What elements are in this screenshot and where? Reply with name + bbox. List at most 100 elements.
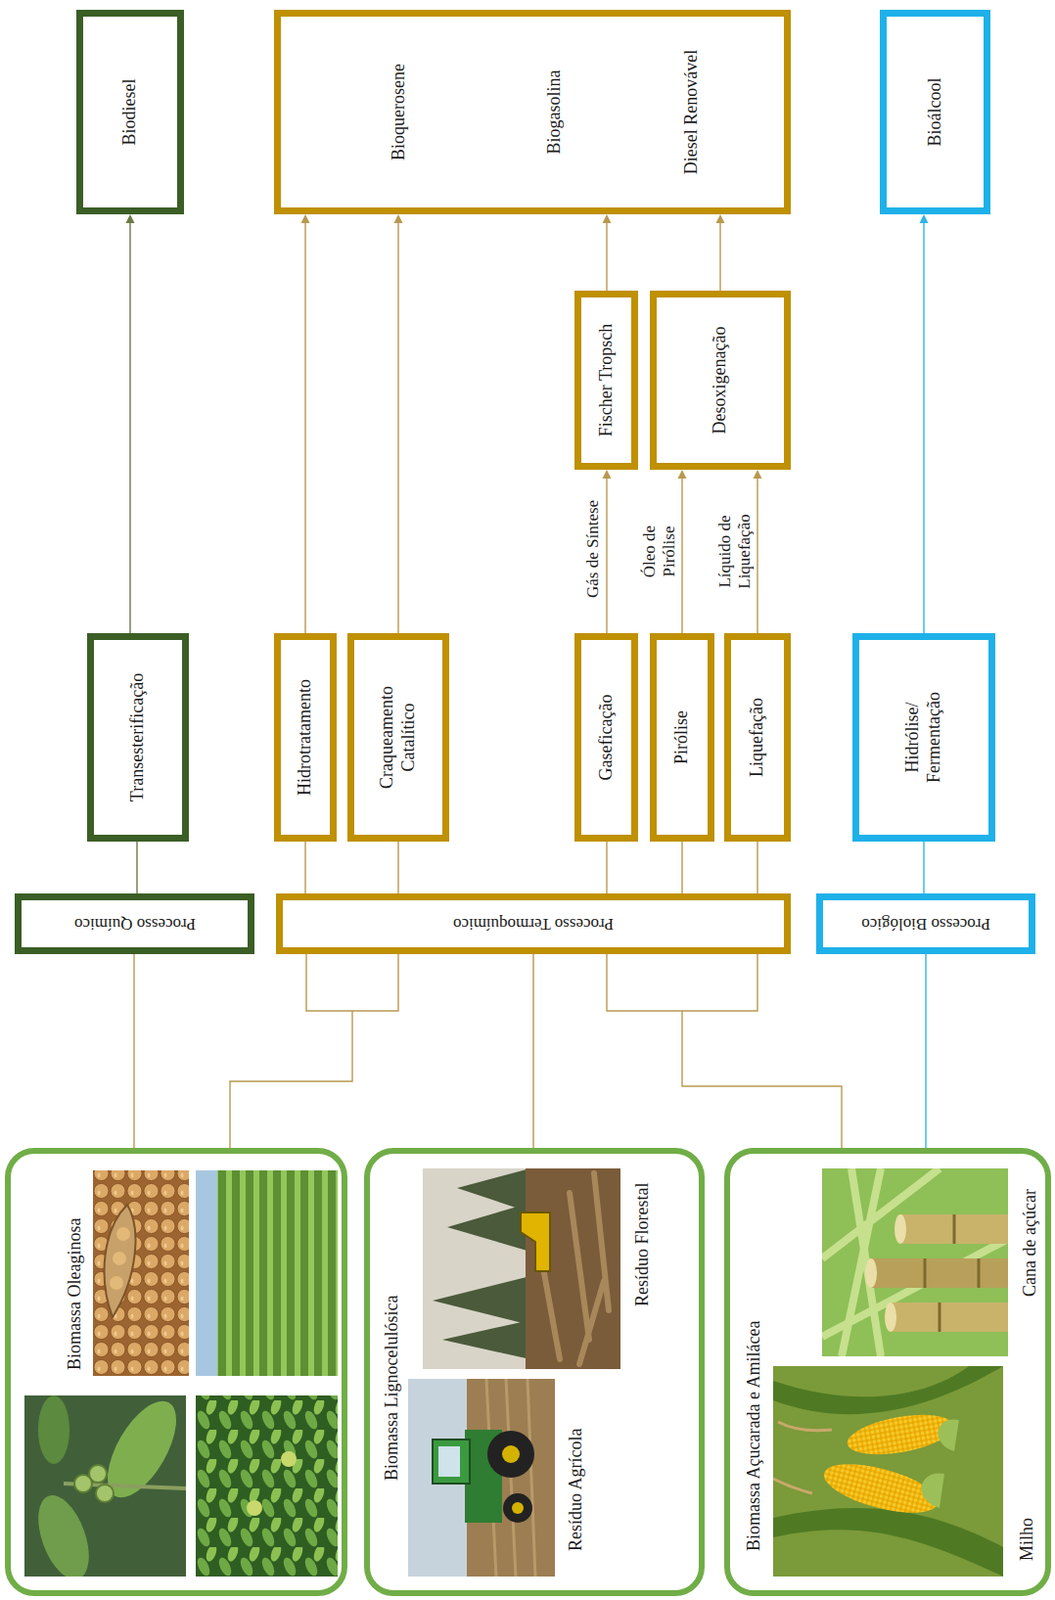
arrow-head	[602, 469, 612, 479]
connector	[606, 841, 608, 894]
node-text: Bioquerosene	[388, 16, 411, 208]
arrow-head	[753, 469, 763, 479]
connector	[126, 214, 136, 634]
arrow-head	[126, 214, 136, 224]
connector-line	[922, 222, 924, 634]
connector	[606, 954, 842, 1148]
edge-label: Gás de Síntese	[583, 503, 603, 600]
connector-line	[397, 222, 399, 634]
node-text: Craqueamento Catalítico	[376, 674, 419, 802]
process-box: Craqueamento Catalítico	[347, 633, 450, 842]
photo-caption: Cana de açúcar	[1019, 1189, 1042, 1297]
connector	[757, 841, 759, 894]
edge-label: Óleo de Pirólise	[640, 503, 679, 600]
connector	[398, 841, 400, 894]
connector-line	[532, 954, 534, 1148]
node-text: Liquefação	[746, 697, 769, 778]
connector	[919, 214, 929, 634]
sugarcane-photo	[822, 1168, 1009, 1357]
plant-photo	[24, 1390, 190, 1587]
connector-line	[129, 222, 131, 634]
connector-line	[304, 841, 306, 894]
connector	[682, 841, 684, 894]
connector	[925, 954, 927, 1148]
process-box: Hidrotratamento	[274, 633, 337, 842]
node-text: Processo Biológico	[861, 914, 991, 934]
process-category-box: Processo Químico	[14, 893, 255, 955]
biomass-panel: Biomassa LignocelulósicaResíduo Agrícola…	[364, 1147, 705, 1597]
node-text: Desoxigenação	[709, 326, 732, 435]
product-group-box: Bioquerosene Biogasolina Diesel Renovável	[274, 9, 791, 215]
node-text: Bioálcool	[924, 78, 947, 147]
product-box: Biodiesel	[76, 9, 184, 215]
connector	[137, 841, 138, 894]
node-text: Gaseficação	[596, 694, 618, 781]
node-text: Biodiesel	[119, 79, 141, 146]
connector	[305, 841, 307, 894]
connector-line	[924, 954, 926, 1148]
connector-line	[133, 954, 135, 1148]
connector	[602, 214, 612, 291]
process-box: Fischer Tropsch	[574, 290, 639, 470]
connector	[602, 469, 612, 634]
panel-heading: Biomassa Oleaginosa	[64, 1218, 87, 1371]
connector	[229, 954, 399, 1148]
connector-line	[719, 222, 721, 291]
tractor-photo	[408, 1378, 555, 1577]
process-category-box: Processo Termoquímico	[275, 893, 791, 955]
photo-caption: Resíduo Agrícola	[565, 1428, 588, 1552]
connector-line	[136, 841, 138, 894]
connector	[301, 214, 311, 634]
connector-line	[229, 954, 399, 1148]
node-text: Fischer Tropsch	[596, 323, 618, 438]
field-photo	[195, 1170, 338, 1377]
connector-line	[681, 841, 683, 894]
connector-line	[756, 477, 758, 634]
forest-residue-photo	[422, 1168, 621, 1370]
process-box: Hidrólise/ Fermentação	[852, 633, 996, 842]
connector	[533, 954, 535, 1148]
node-text: Transesterificação	[127, 673, 149, 802]
connector-line	[606, 954, 842, 1148]
biomass-panel: Biomassa Oleaginosa	[4, 1147, 348, 1597]
process-box: Transesterificação	[87, 633, 189, 842]
node-text: Diesel Renovável	[681, 16, 703, 208]
node-text: Processo Termoquímico	[453, 914, 614, 934]
node-text: Biogasolina	[544, 16, 566, 208]
process-box: Liquefação	[724, 633, 791, 842]
node-text: Hidrotratamento	[294, 679, 317, 796]
process-box: Desoxigenação	[649, 290, 791, 470]
connector	[923, 841, 925, 894]
process-box: Gaseficação	[574, 633, 639, 842]
arrow-head	[394, 214, 404, 224]
leaves-photo	[195, 1395, 338, 1577]
connector-line	[605, 841, 607, 894]
node-text: Pirólise	[671, 710, 693, 765]
arrow-head	[301, 214, 311, 224]
connector-line	[605, 477, 607, 634]
connector	[753, 469, 763, 634]
photo-caption: Milho	[1016, 1517, 1039, 1561]
arrow-head	[919, 214, 929, 224]
photo-caption: Resíduo Florestal	[632, 1183, 654, 1308]
connector-line	[304, 222, 306, 634]
connector-line	[756, 841, 758, 894]
node-text: Processo Químico	[73, 914, 195, 934]
connector	[134, 954, 136, 1148]
connector-line	[922, 841, 924, 894]
soybean-photo	[92, 1170, 189, 1377]
connector	[716, 214, 726, 291]
connector	[678, 469, 688, 634]
corn-photo	[773, 1366, 1004, 1577]
arrow-head	[716, 214, 726, 224]
connector-line	[681, 477, 683, 634]
node-text: Hidrólise/ Fermentação	[902, 674, 945, 802]
biomass-panel: Biomassa Açucarada e AmiláceaMilho Cana d…	[724, 1147, 1052, 1597]
connector	[394, 214, 404, 634]
panel-heading: Biomassa Açucarada e Amilácea	[743, 1321, 766, 1552]
panel-heading: Biomassa Lignocelulósica	[381, 1295, 404, 1481]
product-box: Bioálcool	[879, 9, 991, 215]
arrow-head	[602, 214, 612, 224]
edge-label: Líquido de Liquefação	[715, 503, 754, 600]
